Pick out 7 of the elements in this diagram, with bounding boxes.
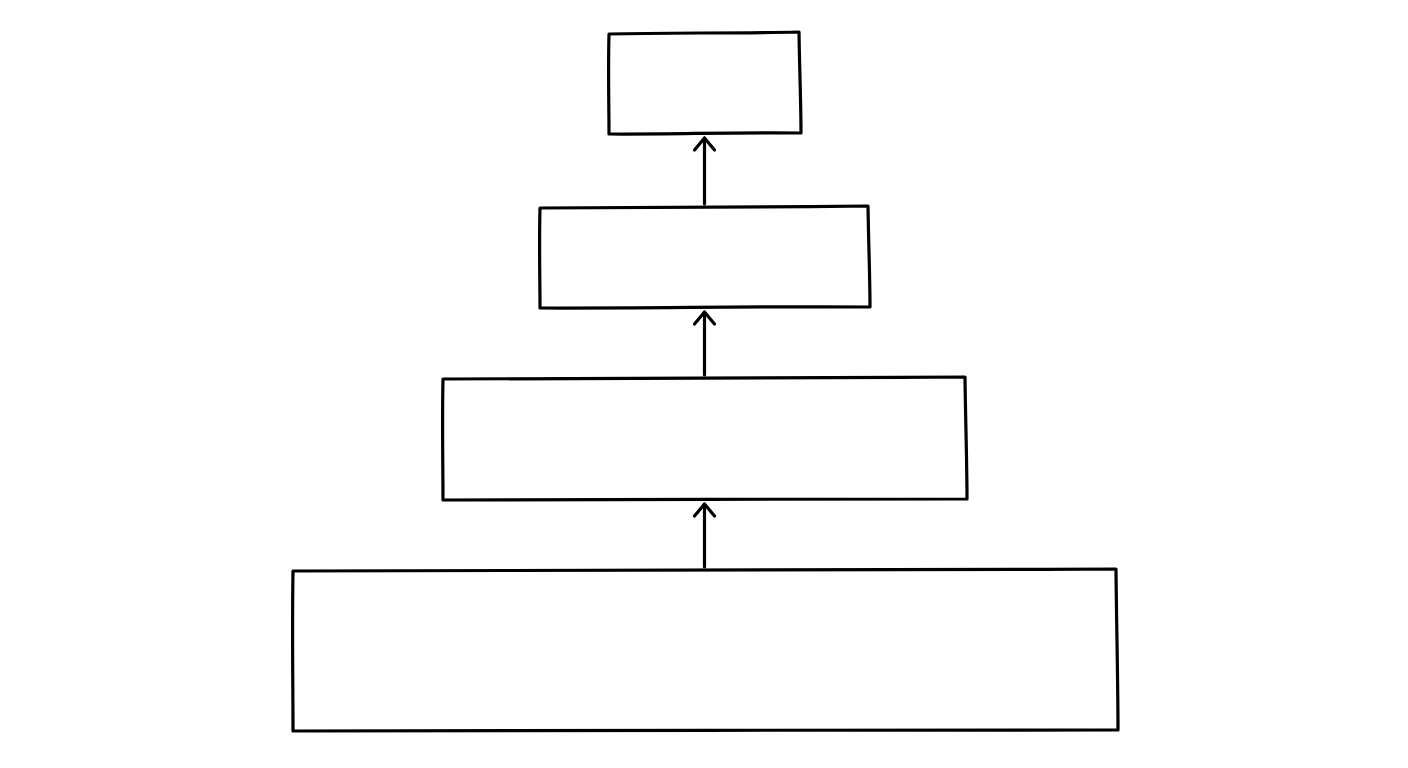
arrow xyxy=(692,310,717,377)
empty-box xyxy=(440,375,969,502)
arrow xyxy=(692,136,717,206)
arrow xyxy=(692,502,717,569)
empty-box xyxy=(290,567,1120,733)
empty-box xyxy=(537,204,872,310)
empty-box xyxy=(606,30,803,136)
